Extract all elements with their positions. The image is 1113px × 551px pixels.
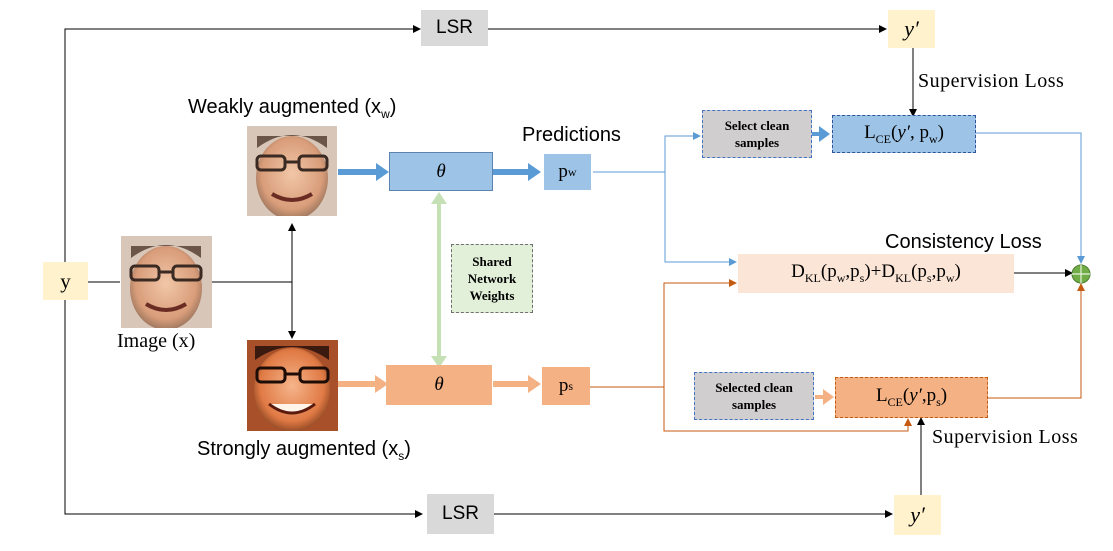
weakly-close: ) (389, 96, 397, 118)
blue-connectors (593, 132, 1085, 266)
lce-top-box: LCE(y′, pw) (832, 115, 976, 153)
image-text: Image (x) (117, 330, 196, 352)
weak-augmented-face-image (247, 126, 337, 216)
thick-arrows (338, 126, 834, 405)
strongly-sub: s (398, 449, 405, 463)
weakly-sub: w (381, 107, 390, 121)
strong-output-arrow (493, 375, 541, 393)
label-y-text: y (60, 268, 71, 293)
shared-network-weights-box: Shared Network Weights (451, 244, 533, 313)
strongly-augmented-label: Strongly augmented (xs) (197, 438, 411, 463)
select-clean-samples-bottom-box: Selected clean samples (694, 372, 814, 420)
model-theta-weak: θ (389, 152, 493, 191)
consistency-loss-label: Consistency Loss (885, 231, 1042, 254)
strongly-close: ) (404, 438, 411, 460)
pw-text: p (558, 161, 568, 182)
lce-top-sep: , p (909, 121, 929, 143)
select-clean-top-arrow (812, 126, 830, 142)
lsr-top-node: LSR (421, 10, 488, 46)
lce-top-sub: CE (875, 131, 892, 146)
kl-d2-sub: KL (895, 270, 912, 285)
lce-top-L: L (864, 121, 876, 143)
weak-output-arrow (493, 163, 541, 181)
pw-subscript: w (567, 164, 577, 179)
lce-bottom-L: L (875, 385, 888, 407)
kl-expression: DKL(pw,ps)+DKL(ps,pw) (791, 261, 961, 286)
theta-weak-text: θ (436, 160, 446, 182)
lsr-top-text: LSR (436, 17, 473, 38)
consistency-text: Consistency Loss (885, 231, 1042, 253)
kl-d2: D (881, 261, 896, 283)
black-connectors (64, 25, 1073, 518)
lce-bottom-p-sub: s (936, 394, 941, 409)
supervision-loss-top-label: Supervision Loss (918, 70, 1064, 93)
predictions-text: Predictions (522, 124, 621, 146)
weakly-augmented-label: Weakly augmented (xw) (188, 96, 396, 121)
predictions-label: Predictions (522, 124, 621, 147)
kl-d1-args: (p (820, 261, 837, 283)
kl-divergence-box: DKL(pw,ps)+DKL(ps,pw) (738, 254, 1014, 293)
lce-top-y: y′ (897, 121, 910, 143)
kl-d2-args: (p (911, 261, 927, 283)
kl-d1-b-sub: s (859, 270, 865, 285)
ps-text: p (558, 375, 569, 396)
lce-bottom-sep: ,p (921, 385, 937, 407)
kl-d2-mid: ,p (931, 261, 946, 283)
lce-bottom-close: ) (940, 385, 948, 407)
y-prime-top-node: y′ (888, 10, 935, 48)
supervision-loss-bottom-label: Supervision Loss (932, 426, 1078, 449)
shared-weights-text: Shared Network Weights (467, 254, 517, 303)
lce-bottom-open: ( (902, 385, 910, 407)
lsr-bottom-node: LSR (427, 494, 494, 534)
strong-augmented-face-image (247, 340, 338, 431)
kl-d1: D (791, 261, 805, 283)
y-prime-bottom-text: y′ (910, 502, 925, 527)
kl-d2-close: ) (954, 261, 961, 283)
select-clean-bottom-text: Selected clean samples (715, 380, 793, 412)
select-clean-top-text: Select clean samples (724, 118, 790, 150)
y-prime-bottom-node: y′ (894, 495, 941, 535)
lsr-bottom-text: LSR (442, 503, 479, 524)
kl-d2-b-sub: w (945, 270, 955, 285)
strong-input-arrow (338, 375, 388, 393)
lce-top-open: ( (891, 121, 898, 143)
lce-bottom-expression: LCE(y′,ps) (876, 385, 947, 410)
lce-bottom-sub: CE (887, 394, 903, 409)
y-prime-top-text: y′ (904, 16, 919, 41)
weakly-text: Weakly augmented (x (188, 96, 382, 118)
select-clean-bottom-arrow (815, 389, 834, 405)
lce-top-expression: LCE(y′, pw) (864, 122, 944, 147)
kl-d1-mid: ,p (845, 261, 860, 283)
theta-strong-text: θ (434, 374, 444, 395)
supervision-bottom-text: Supervision Loss (932, 426, 1079, 448)
label-y-node: y (43, 262, 88, 300)
kl-d1-sub: KL (804, 270, 821, 285)
shared-weights-arrow (431, 192, 447, 368)
orange-connectors (590, 279, 1085, 432)
weak-input-arrow (338, 163, 389, 181)
supervision-top-text: Supervision Loss (918, 70, 1065, 92)
kl-d2-a-sub: s (926, 270, 932, 285)
kl-d1-a-sub: w (836, 270, 846, 285)
ps-subscript: s (568, 378, 574, 393)
strongly-text: Strongly augmented (x (197, 438, 399, 460)
lce-bottom-y: y′ (909, 385, 922, 407)
sum-node (1071, 264, 1091, 284)
input-face-image (121, 236, 212, 328)
image-label: Image (x) (117, 330, 195, 353)
model-theta-strong: θ (386, 365, 492, 405)
lce-top-p-sub: w (928, 131, 938, 146)
lce-bottom-box: LCE(y′,ps) (835, 377, 988, 418)
kl-d1-close: ) (864, 261, 871, 283)
kl-plus: + (870, 261, 882, 283)
lce-top-close: ) (937, 121, 944, 143)
select-clean-samples-top-box: Select clean samples (702, 110, 812, 158)
